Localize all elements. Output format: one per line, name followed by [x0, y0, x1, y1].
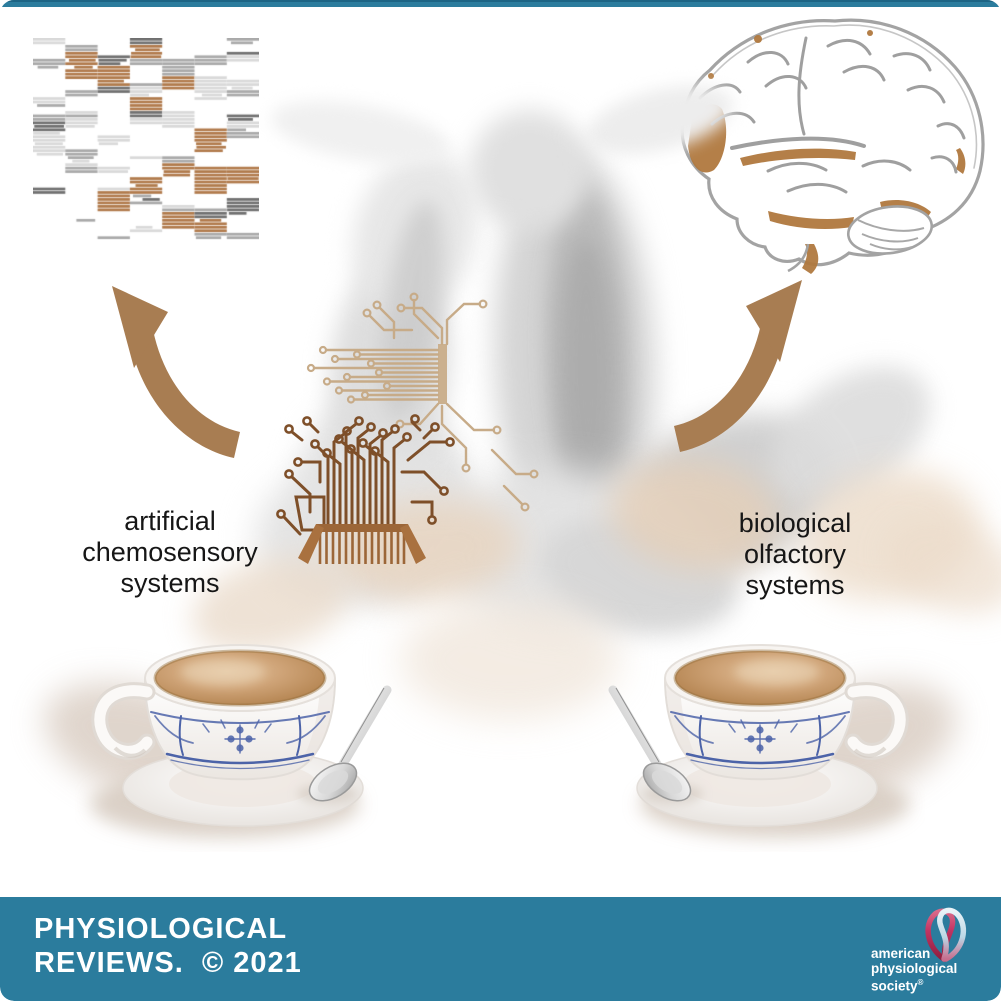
- right-coffee-cup: [585, 592, 925, 852]
- label-line: chemosensory: [82, 537, 258, 567]
- delft-blue-pattern: [670, 711, 850, 770]
- aps-loop-icon: [925, 907, 967, 962]
- aps-text-line1: american: [871, 946, 931, 961]
- smoke-blob: [470, 110, 590, 230]
- circuit-dark: [276, 414, 455, 536]
- sensor-response-heatmap: [33, 38, 259, 240]
- aps-text-line3: society®: [871, 978, 924, 994]
- brain-sketch: [680, 18, 985, 274]
- coffee-highlight: [181, 659, 265, 685]
- arrow-to-artificial: [112, 286, 240, 458]
- top-accent-bar: [0, 0, 1001, 7]
- label-line: systems: [745, 570, 845, 600]
- label-biological-systems: biological olfactory systems: [655, 508, 935, 601]
- cup-handle: [844, 682, 909, 760]
- circuit-connector: [298, 524, 426, 564]
- brain-gyri: [698, 36, 966, 194]
- left-coffee-cup: [75, 592, 415, 852]
- coffee-cup-illustration: [90, 644, 392, 838]
- label-artificial-systems: artificial chemosensory systems: [30, 506, 310, 599]
- coffee-edge: [673, 649, 847, 707]
- journal-title-line1: PHYSIOLOGICAL: [34, 913, 288, 945]
- cerebellum: [787, 205, 934, 273]
- spoon: [297, 685, 392, 804]
- spoon: [608, 685, 703, 804]
- smoke-blob: [266, 89, 454, 176]
- delft-blue-pattern: [150, 711, 330, 770]
- copyright-text: © 2021: [201, 947, 302, 979]
- smoke-blob: [557, 239, 618, 501]
- circuit-light: [306, 292, 539, 512]
- cup-handle: [91, 682, 156, 760]
- aps-logo-text: american physiological society®: [871, 946, 971, 994]
- coffee-highlight: [735, 659, 819, 685]
- coffee-edge: [153, 649, 327, 707]
- coffee-cup-illustration: [608, 644, 910, 838]
- journal-title: PHYSIOLOGICAL REVIEWS. © 2021: [34, 912, 302, 980]
- journal-banner: PHYSIOLOGICAL REVIEWS. © 2021 american p…: [0, 897, 1001, 1001]
- label-line: artificial: [124, 506, 216, 536]
- arrow-to-biological: [674, 280, 802, 452]
- journal-title-line2: REVIEWS.: [34, 947, 184, 979]
- label-line: olfactory: [743, 539, 847, 569]
- label-line: biological: [738, 508, 852, 538]
- label-line: systems: [120, 568, 220, 598]
- aps-logo: american physiological society®: [849, 901, 979, 997]
- circuit-traces: [276, 292, 539, 564]
- aps-text-line2: physiological: [871, 960, 958, 976]
